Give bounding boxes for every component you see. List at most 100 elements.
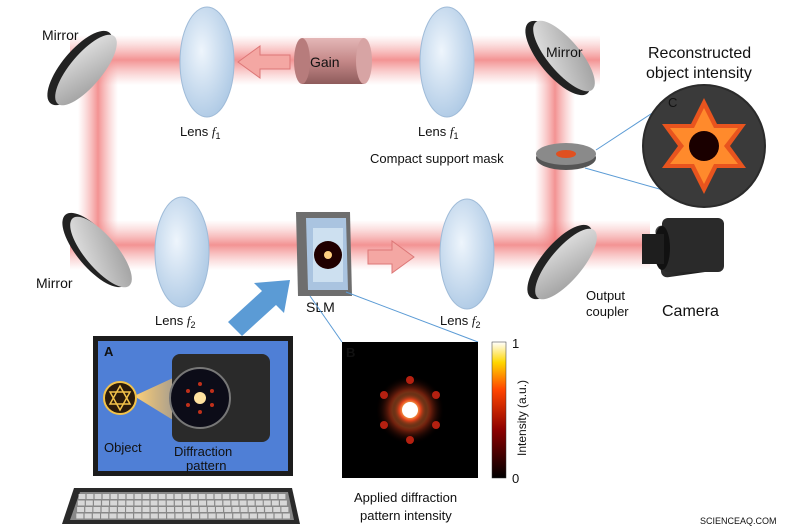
keyboard-key (158, 507, 166, 512)
keyboard-key (183, 500, 190, 506)
keyboard-key (150, 494, 158, 499)
colorbar-min-label: 0 (512, 471, 519, 486)
arrow-right-icon (367, 240, 415, 274)
keyboard-key (167, 513, 175, 519)
keyboard-key (118, 500, 126, 506)
keyboard-key (274, 513, 282, 519)
keyboard-key (198, 494, 206, 499)
monitor-panel-a (93, 336, 293, 476)
compact-support-mask (536, 143, 596, 170)
zoom-line-b-left (309, 295, 343, 343)
keyboard-key (200, 513, 208, 519)
diffraction-pattern-label-line2: pattern (186, 458, 226, 473)
gain-label: Gain (310, 54, 340, 70)
keyboard-key (255, 500, 263, 506)
keyboard-key (166, 494, 174, 499)
lens-top-right-label: Lens f1 (418, 124, 458, 141)
keyboard-key (167, 507, 174, 512)
keyboard-key (150, 513, 158, 519)
keyboard-key (102, 494, 110, 499)
keyboard-key (78, 494, 86, 499)
mirror-bottom-left (62, 212, 132, 288)
keyboard-key (265, 507, 273, 512)
keyboard-key (76, 513, 84, 519)
keyboard-key (158, 494, 166, 499)
keyboard-key (199, 507, 207, 512)
zoom-line-c-top (595, 107, 661, 151)
keyboard-key (222, 494, 230, 499)
keyboard-key (246, 494, 254, 499)
keyboard-key (207, 507, 215, 512)
object-label: Object (104, 440, 142, 455)
keyboard-key (256, 507, 264, 512)
mirror-top-right (525, 20, 595, 96)
keyboard-key (206, 494, 214, 499)
colorbar-max-label: 1 (512, 336, 519, 351)
lens-top-right (419, 6, 475, 118)
keyboard-key (77, 507, 85, 512)
keyboard-key (134, 494, 142, 499)
keyboard-key (77, 500, 85, 506)
keyboard-key (262, 494, 270, 499)
keyboard-key (192, 513, 200, 519)
keyboard-key (134, 513, 142, 519)
keyboard-key (270, 494, 278, 499)
keyboard-key (142, 500, 150, 506)
keyboard-key (248, 507, 256, 512)
keyboard-key (93, 507, 101, 512)
mirror-top-right-label: Mirror (546, 44, 583, 60)
keyboard (62, 488, 300, 524)
zoom-line-b-right (345, 291, 479, 343)
keyboard-key (183, 507, 191, 512)
keyboard-key (126, 500, 134, 506)
keyboard-key (142, 494, 150, 499)
keyboard-key (266, 513, 274, 519)
keyboard-key (92, 513, 100, 519)
keyboard-key (232, 507, 240, 512)
keyboard-key (241, 513, 249, 519)
keyboard-key (273, 507, 281, 512)
output-coupler (527, 224, 597, 300)
panel-b-diffraction-image (342, 342, 478, 478)
keyboard-key (166, 500, 174, 506)
keyboard-key (282, 513, 290, 519)
keyboard-key (182, 494, 190, 499)
watermark: SCIENCEAQ.COM (700, 516, 777, 526)
applied-diffraction-label-line1: Applied diffraction (354, 490, 457, 505)
keyboard-key (94, 500, 101, 506)
keyboard-key (281, 507, 289, 512)
keyboard-key (110, 494, 118, 499)
applied-diffraction-label-line2: pattern intensity (360, 508, 452, 523)
keyboard-key (224, 507, 232, 512)
keyboard-key (239, 500, 247, 506)
lens-bottom-right (439, 198, 495, 310)
lens-bottom-left (154, 196, 210, 308)
keyboard-key (102, 500, 109, 506)
panel-b-letter: B (346, 345, 355, 360)
keyboard-key (280, 500, 287, 506)
keyboard-key (85, 500, 93, 506)
panel-c-letter: C (668, 95, 677, 110)
camera-label: Camera (662, 303, 719, 320)
colorbar-axis-label: Intensity (a.u.) (515, 380, 529, 456)
panel-a-letter: A (104, 344, 114, 359)
keyboard-key (174, 494, 182, 499)
output-coupler-label-line2: coupler (586, 304, 629, 319)
keyboard-key (174, 500, 182, 506)
keyboard-key (216, 507, 223, 512)
lens-bottom-left-label: Lens f2 (155, 313, 195, 330)
keyboard-keys (76, 494, 290, 519)
diffraction-pattern-label-line1: Diffraction (174, 444, 232, 459)
keyboard-key (247, 500, 255, 506)
keyboard-key (150, 507, 158, 512)
keyboard-key (238, 494, 246, 499)
keyboard-key (233, 513, 241, 519)
blue-arrow-icon (228, 280, 290, 336)
keyboard-key (117, 513, 125, 519)
keyboard-key (109, 513, 117, 519)
output-coupler-label-line1: Output (586, 288, 625, 303)
keyboard-key (215, 500, 223, 506)
intensity-colorbar (491, 341, 507, 479)
mirror-top-left-label: Mirror (42, 27, 79, 43)
keyboard-key (216, 513, 224, 519)
